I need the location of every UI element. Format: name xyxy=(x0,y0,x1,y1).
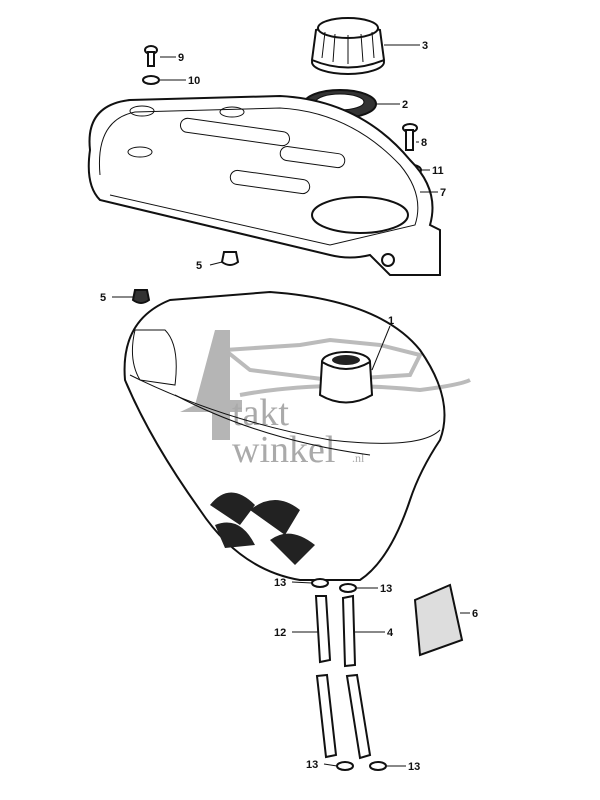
callout-label: 13 xyxy=(408,761,420,773)
clip xyxy=(339,583,357,593)
callout-label: 13 xyxy=(274,577,286,589)
watermark-logo: takt winkel .nl xyxy=(180,330,471,471)
washer xyxy=(142,75,160,85)
bolt xyxy=(402,123,418,151)
fuel-tank xyxy=(123,290,446,581)
callout-label: 3 xyxy=(422,40,428,52)
callout-label: 1 xyxy=(388,315,394,327)
fuel-cap xyxy=(310,17,386,75)
tank-cover xyxy=(87,94,441,276)
callout-label: 2 xyxy=(402,99,408,111)
callout-label: 8 xyxy=(421,137,427,149)
leader-lines xyxy=(112,44,470,767)
fuel-hose xyxy=(341,594,372,760)
callout-label: 9 xyxy=(178,52,184,64)
grommet xyxy=(131,289,151,304)
callout-label: 7 xyxy=(440,187,446,199)
callout-label: 5 xyxy=(196,260,202,272)
watermark-text-nl: .nl xyxy=(352,451,365,465)
grommet xyxy=(220,251,240,266)
clip xyxy=(369,761,387,771)
callout-label: 5 xyxy=(100,292,106,304)
callout-label: 11 xyxy=(432,165,444,177)
pad xyxy=(413,583,464,657)
watermark-text-winkel: winkel xyxy=(232,429,335,471)
clip xyxy=(311,578,329,588)
callout-label: 12 xyxy=(274,627,286,639)
watermark-text-takt: takt xyxy=(232,392,289,434)
fuel-hose xyxy=(314,595,338,759)
callout-labels: 9 10 3 2 8 11 7 5 5 1 13 13 12 4 6 13 13 xyxy=(100,40,478,773)
callout-label: 13 xyxy=(306,759,318,771)
callout-label: 10 xyxy=(188,75,200,87)
clip xyxy=(336,761,354,771)
callout-label: 13 xyxy=(380,583,392,595)
callout-label: 6 xyxy=(472,608,478,620)
callout-label: 4 xyxy=(387,627,394,639)
screw xyxy=(144,45,158,67)
